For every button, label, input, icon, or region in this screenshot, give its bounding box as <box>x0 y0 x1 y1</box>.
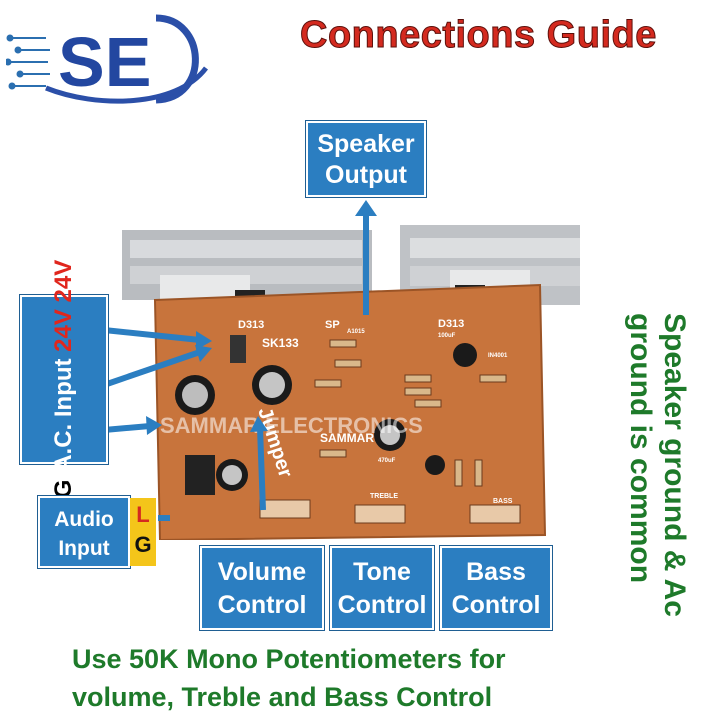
audio-input-line2: Input <box>58 537 110 560</box>
svg-text:SE: SE <box>58 23 151 101</box>
potentiometer-note-line2: volume, Treble and Bass Control <box>72 682 493 712</box>
bass-control-label: Bass Control <box>440 546 552 630</box>
watermark-text: SAMMAR ELECTRONICS <box>160 413 423 438</box>
svg-text:D313: D313 <box>438 318 464 330</box>
tone-control-label: Tone Control <box>330 546 434 630</box>
ac-voltage-2: 24V <box>50 259 77 302</box>
potentiometer-note: Use 50K Mono Potentiometers for volume, … <box>72 640 672 716</box>
logo-icon: SE <box>4 14 208 104</box>
speaker-output-line2: Output <box>325 161 407 189</box>
control-line1: Bass <box>466 558 526 586</box>
arrow-right-icon <box>196 331 212 350</box>
svg-text:BASS: BASS <box>493 498 513 505</box>
speaker-output-label: Speaker Output <box>306 121 426 197</box>
logo: SE <box>4 8 216 108</box>
amplifier-board-photo: D313 D313 SP SK133 SAMMAR TREBLE BASS A1… <box>103 200 580 540</box>
audio-ground-pin: G <box>134 532 152 557</box>
ground-note-line2: ground is common <box>624 313 657 584</box>
svg-text:SK133: SK133 <box>262 336 299 350</box>
control-line2: Control <box>337 591 427 619</box>
svg-text:D313: D313 <box>238 319 264 331</box>
control-line2: Control <box>217 591 307 619</box>
potentiometer-note-line1: Use 50K Mono Potentiometers for <box>72 644 506 674</box>
ground-note: Speaker ground & Ac ground is common <box>612 295 702 635</box>
arrow-up-icon <box>250 416 268 432</box>
control-line2: Control <box>451 591 541 619</box>
pcb <box>155 285 545 540</box>
svg-text:100uF: 100uF <box>438 333 456 339</box>
control-line1: Volume <box>217 558 307 586</box>
volume-control-label: Volume Control <box>200 546 324 630</box>
svg-text:SAMMAR: SAMMAR <box>320 431 374 445</box>
ac-input-label: G A.C. Input 24V 24V <box>20 259 108 500</box>
ground-note-line1: Speaker ground & Ac <box>658 313 691 617</box>
svg-text:470uF: 470uF <box>378 458 396 464</box>
audio-pins-label: L G <box>130 498 156 566</box>
svg-text:TREBLE: TREBLE <box>370 493 398 500</box>
left-heatsink <box>122 230 372 315</box>
control-line1: Tone <box>353 558 411 586</box>
arrow-up-icon <box>355 200 377 216</box>
audio-left-pin: L <box>136 502 150 527</box>
audio-input-line1: Audio <box>54 508 114 531</box>
svg-text:SP: SP <box>325 319 340 331</box>
speaker-output-line1: Speaker <box>317 130 415 158</box>
ac-voltage-1: 24V <box>50 308 77 352</box>
arrow-right-icon <box>146 416 162 435</box>
svg-text:A1015: A1015 <box>347 329 365 335</box>
audio-input-label: Audio Input <box>38 496 130 568</box>
svg-text:IN4001: IN4001 <box>488 353 508 359</box>
page-title: Connections Guide <box>300 14 657 57</box>
rectifier-icon <box>185 455 215 495</box>
ac-input-title: A.C. Input <box>50 357 77 472</box>
arrow-right-icon <box>195 345 212 362</box>
